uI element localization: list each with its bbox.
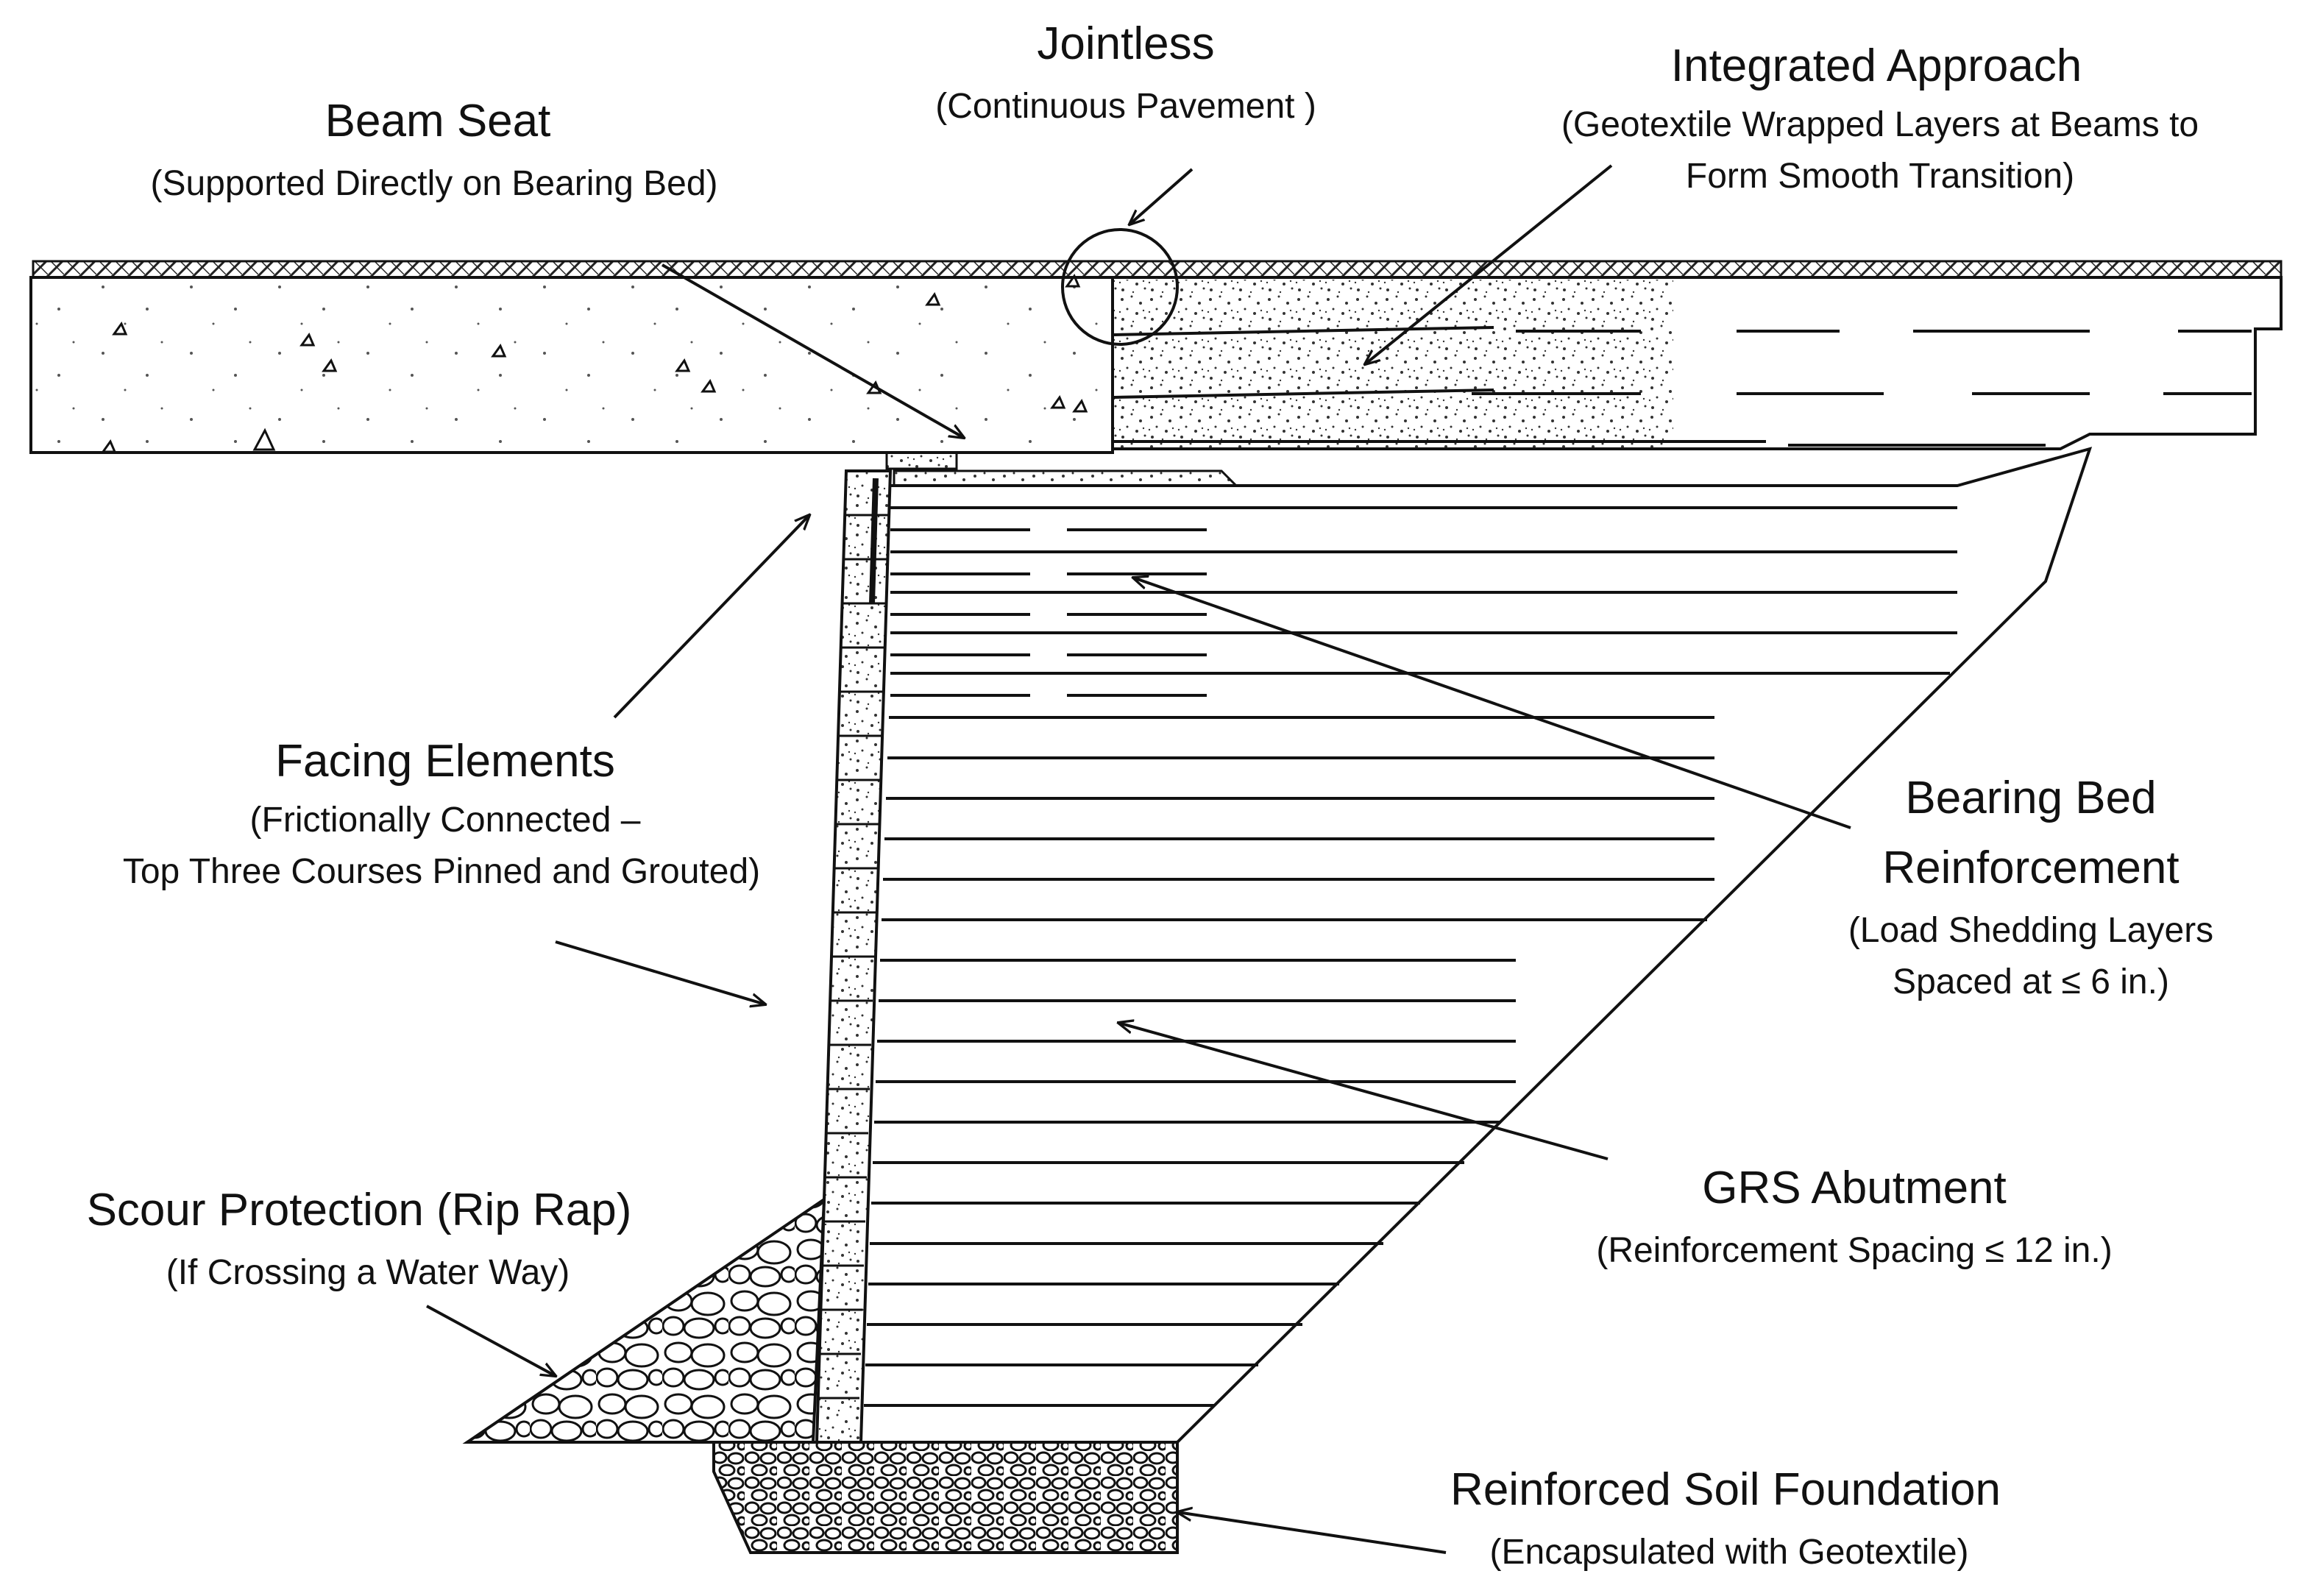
arrow-bearing-bed	[1133, 578, 1851, 829]
arrow-grs-abutment	[1118, 1023, 1609, 1160]
label-scour-sub: (If Crossing a Water Way)	[166, 1253, 570, 1292]
bridge-beam	[29, 276, 1114, 454]
arrow-beam-seat	[662, 263, 964, 438]
approach-wrapped-layers	[1113, 326, 2252, 447]
label-rsf-sub: (Encapsulated with Geotextile)	[1490, 1533, 1969, 1572]
bearing-bed-reinforcement-layers	[890, 506, 1957, 697]
label-bearing-bed-title1: Bearing Bed	[1905, 773, 2156, 823]
arrow-scour	[426, 1305, 556, 1376]
label-scour-title: Scour Protection (Rip Rap)	[87, 1185, 632, 1235]
arrow-jointless	[1129, 168, 1194, 224]
label-grs-title: GRS Abutment	[1702, 1163, 2007, 1213]
rip-rap	[462, 1196, 826, 1444]
label-jointless-sub: (Continuous Pavement )	[935, 87, 1316, 126]
label-bearing-bed-title2: Reinforcement	[1882, 843, 2179, 893]
approach-speckle-zone	[1114, 280, 1673, 447]
label-bearing-bed-sub2: Spaced at ≤ 6 in.)	[1893, 962, 2169, 1001]
facing-blocks	[815, 469, 893, 1444]
pavement-layer	[32, 260, 2283, 279]
integrated-approach-block	[1111, 276, 2283, 450]
beam-seat-pad	[885, 451, 958, 470]
label-beam-seat-title: Beam Seat	[325, 96, 551, 146]
label-integrated-sub2: Form Smooth Transition)	[1686, 157, 2074, 196]
label-grs-sub: (Reinforcement Spacing ≤ 12 in.)	[1596, 1231, 2112, 1270]
reinforced-soil-foundation	[712, 1441, 1179, 1554]
bearing-bed-top-layer	[893, 469, 1239, 487]
label-jointless-title: Jointless	[1037, 18, 1214, 69]
label-integrated-sub1: (Geotextile Wrapped Layers at Beams to	[1561, 105, 2199, 144]
arrow-facing-upper	[613, 515, 809, 719]
label-integrated-title: Integrated Approach	[1671, 40, 2082, 91]
beam-aggregate-marks	[101, 273, 1088, 453]
grs-reinforcement-layers	[864, 716, 1714, 1407]
arrow-facing-lower	[555, 940, 765, 1004]
label-rsf-title: Reinforced Soil Foundation	[1450, 1464, 2001, 1515]
arrow-integrated-approach	[1365, 164, 1613, 364]
label-bearing-bed-sub1: (Load Shedding Layers	[1848, 911, 2213, 950]
label-facing-sub1: (Frictionally Connected –	[250, 801, 641, 840]
label-facing-title: Facing Elements	[275, 736, 615, 787]
arrow-rsf	[1177, 1512, 1447, 1554]
label-beam-seat-sub: (Supported Directly on Bearing Bed)	[150, 164, 717, 203]
jointless-detail-circle	[1061, 228, 1179, 346]
leader-arrows	[426, 164, 1851, 1554]
label-facing-sub2: Top Three Courses Pinned and Grouted)	[123, 852, 760, 891]
